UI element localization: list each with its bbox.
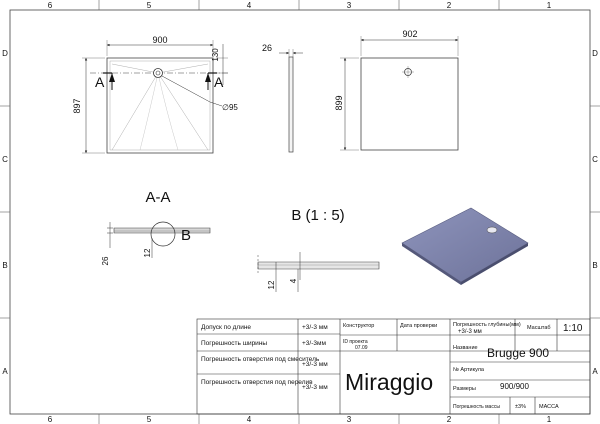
- plan-height-dim: 897: [72, 98, 82, 113]
- detail-mark-b: B: [181, 227, 191, 244]
- tray-drain-icon: [486, 226, 498, 234]
- detail-circle: [150, 221, 176, 247]
- size-label: Размеры: [453, 386, 476, 392]
- mass-tol-value: ±3%: [515, 404, 526, 410]
- bottom-zone-4: 4: [247, 415, 252, 424]
- tol-length-value: +3/-3 мм: [302, 324, 328, 331]
- right-zone-c: C: [592, 155, 598, 164]
- scale-label: Масштаб: [527, 325, 551, 331]
- drain-diameter-dim: ∅95: [222, 103, 238, 112]
- detail-b: B (1 : 5) 12 4: [257, 207, 380, 292]
- right-zone-d: D: [592, 49, 598, 58]
- designer-label: Конструктор: [343, 323, 374, 329]
- article-label: № Артикула: [453, 367, 485, 373]
- title-block: Допуск по длине +3/-3 мм Погрешность шир…: [196, 318, 591, 415]
- top-zone-5: 5: [147, 1, 152, 10]
- name-label: Название: [453, 345, 478, 351]
- tol-mixer-value: +3/-3 мм: [302, 361, 328, 368]
- detail-dim-4: 4: [289, 278, 298, 283]
- tol-overflow-value: +3/-3 мм: [302, 384, 328, 391]
- bottom-view: 902 899: [334, 29, 459, 151]
- top-zone-6: 6: [48, 1, 53, 10]
- tol-width-value: +3/-3мм: [302, 340, 326, 347]
- plan-offset-dim: 130: [211, 48, 220, 62]
- right-zone-a: A: [592, 367, 598, 376]
- project-id-label: ID проекта: [343, 339, 368, 345]
- bottom-zone-1: 1: [547, 415, 552, 424]
- top-zone-1: 1: [547, 1, 552, 10]
- tol-mixer-label: Погрешность отверстия под смеситель: [201, 356, 320, 363]
- top-zone-3: 3: [347, 1, 352, 10]
- top-zone-2: 2: [447, 1, 452, 10]
- left-zone-b: B: [2, 261, 7, 270]
- scale-value: 1:10: [563, 323, 583, 334]
- tol-depth-label: Погрешность глубины(мм): [453, 322, 521, 328]
- size-value: 900/900: [500, 382, 529, 391]
- mass-label: МАССА: [539, 404, 559, 410]
- bottom-zone-5: 5: [147, 415, 152, 424]
- tol-depth-value: +3/-3 мм: [458, 329, 482, 335]
- project-id-value: 07.09: [355, 345, 368, 351]
- tol-length-label: Допуск по длине: [201, 324, 251, 331]
- side-thickness-dim: 26: [262, 43, 272, 53]
- iso-preview: [401, 207, 529, 285]
- plan-view: 900 897 130 ∅95 A A: [72, 35, 238, 154]
- section-aa-title: A-A: [145, 189, 170, 206]
- bottom-height-dim: 899: [334, 95, 344, 110]
- left-zone-c: C: [2, 155, 8, 164]
- detail-dim-12: 12: [267, 280, 276, 289]
- bottom-zone-6: 6: [48, 415, 53, 424]
- left-zone-d: D: [2, 49, 8, 58]
- section-aa: A-A B 26 12: [101, 189, 211, 265]
- left-zone-a: A: [2, 367, 8, 376]
- plan-width-dim: 900: [152, 35, 167, 45]
- bottom-zone-3: 3: [347, 415, 352, 424]
- section-edge-dim: 12: [143, 248, 152, 257]
- side-view: 26: [262, 43, 303, 153]
- tol-width-label: Погрешность ширины: [201, 340, 267, 347]
- drain-hole-icon: [153, 68, 163, 78]
- section-mark-left: A: [95, 74, 105, 90]
- bottom-width-dim: 902: [402, 29, 417, 39]
- product-name: Brugge 900: [487, 346, 549, 360]
- checker-label: Дата проверки: [400, 323, 437, 329]
- bottom-zone-2: 2: [447, 415, 452, 424]
- brand-logo: Miraggio: [345, 369, 433, 395]
- top-zone-4: 4: [247, 1, 252, 10]
- mass-tol-label: Погрешность массы: [453, 404, 500, 410]
- tol-overflow-label: Погрешность отверстия под перелив: [201, 379, 313, 386]
- detail-b-title: B (1 : 5): [291, 207, 344, 224]
- right-zone-b: B: [592, 261, 597, 270]
- section-thickness-dim: 26: [101, 256, 110, 265]
- section-mark-right: A: [214, 74, 224, 90]
